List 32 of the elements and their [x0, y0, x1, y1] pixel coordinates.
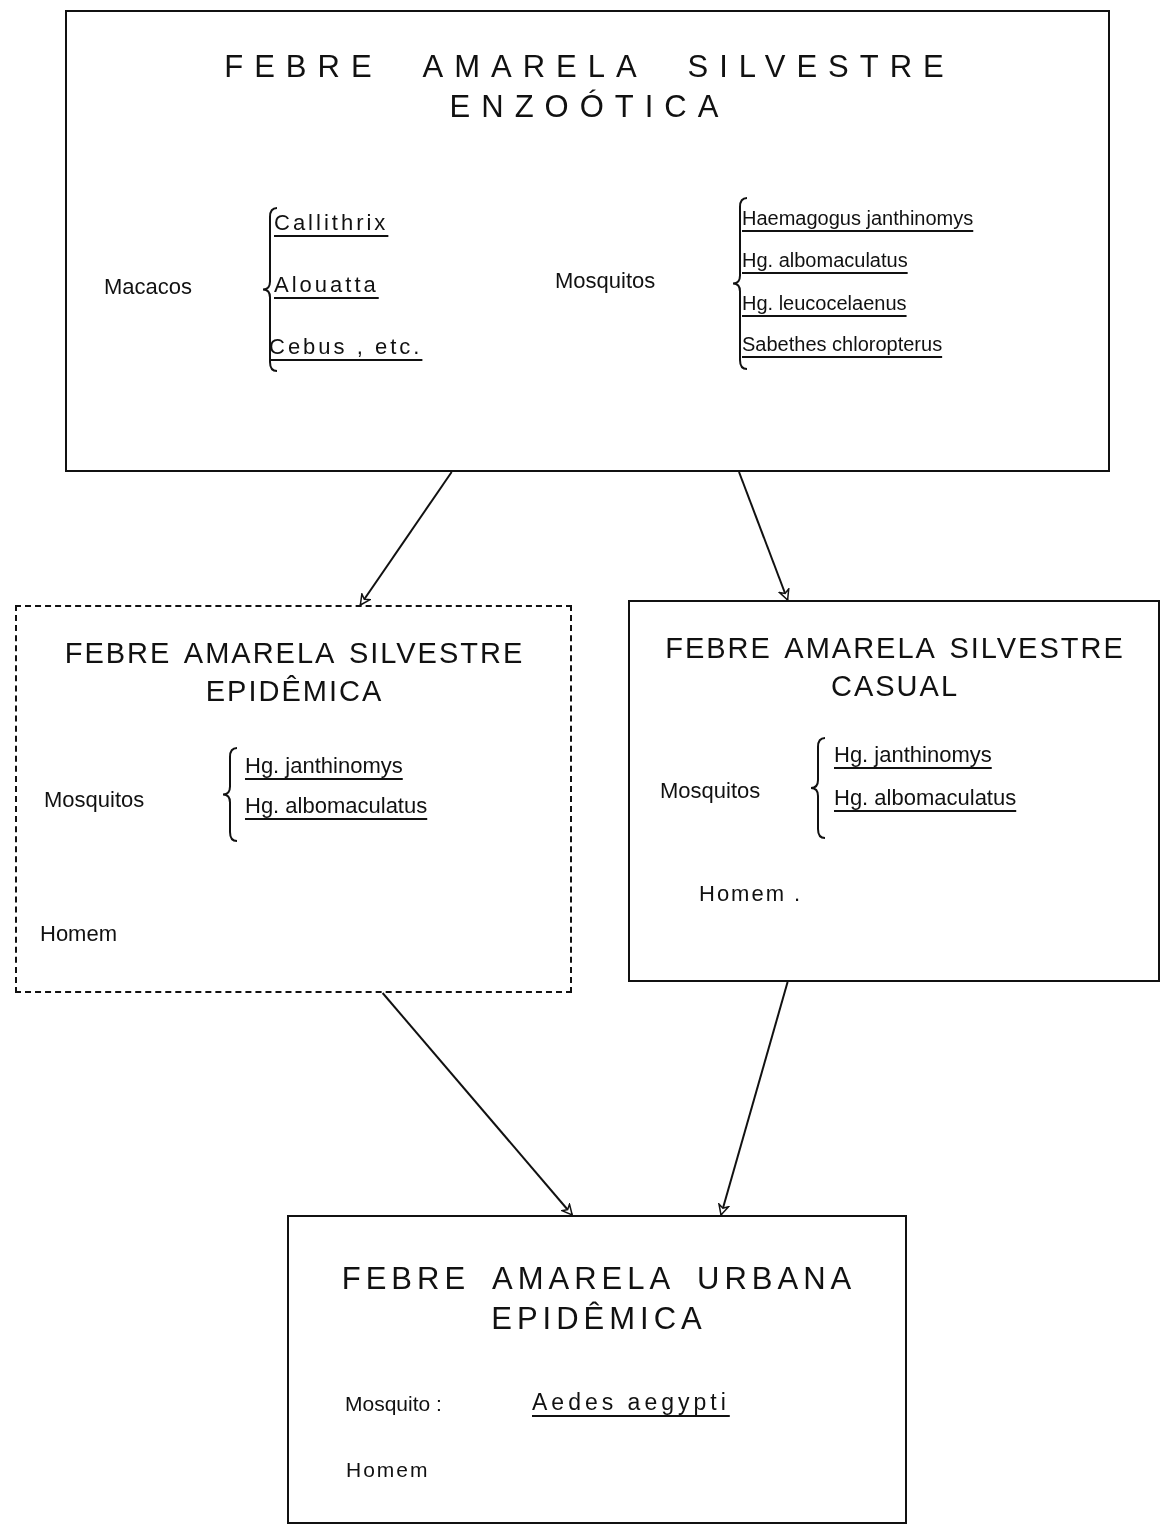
process-box — [628, 600, 1160, 982]
text-label: Mosquitos — [44, 787, 145, 814]
text-label: Mosquitos — [555, 268, 656, 295]
text-label: Homem . — [699, 881, 803, 908]
species-name: Sabethes chloropterus — [742, 332, 943, 356]
species-name: Aedes aegypti — [532, 1389, 730, 1417]
species-name: Hg. leucocelaenus — [742, 291, 907, 315]
process-box — [65, 10, 1110, 472]
box-title: FEBRE AMARELA SILVESTRE EPIDÊMICA — [63, 636, 526, 709]
species-name: Alouatta — [274, 272, 379, 299]
box-title: FEBRE AMARELA URBANA EPIDÊMICA — [340, 1260, 858, 1339]
arrow — [738, 471, 790, 601]
species-name: Callithrix — [274, 210, 389, 237]
box-title: FEBRE AMARELA SILVESTRE CASUAL — [664, 631, 1126, 704]
species-name: Haemagogus janthinomys — [742, 206, 974, 230]
species-name: Hg. janthinomys — [245, 753, 403, 780]
species-name: Cebus , etc. — [269, 334, 423, 361]
species-name: Hg. albomaculatus — [834, 785, 1017, 812]
box-title: FEBRE AMARELA SILVESTRE ENZOÓTICA — [223, 48, 956, 127]
text-label: Mosquito : — [345, 1391, 442, 1417]
text-label: Homem — [40, 921, 117, 948]
text-label: Mosquitos — [660, 778, 761, 805]
species-name: Hg. albomaculatus — [245, 793, 428, 820]
process-box — [15, 605, 572, 993]
text-label: Macacos — [104, 274, 193, 301]
arrow — [718, 981, 789, 1216]
arrow — [381, 992, 574, 1216]
text-label: Homem — [346, 1457, 430, 1483]
arrow — [359, 471, 453, 606]
species-name: Hg. albomaculatus — [742, 248, 908, 272]
species-name: Hg. janthinomys — [834, 742, 992, 769]
process-box — [287, 1215, 907, 1524]
